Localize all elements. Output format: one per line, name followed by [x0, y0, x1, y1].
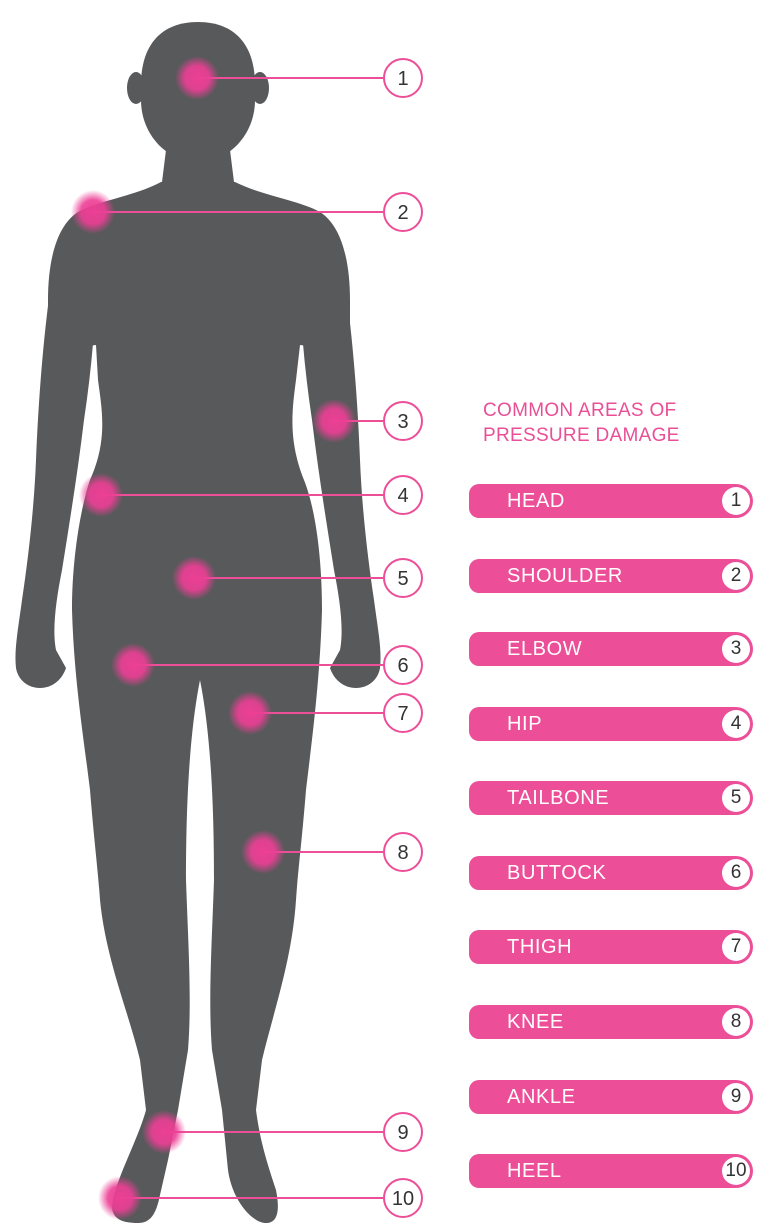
callout-6: 6	[384, 646, 422, 684]
legend-item-label: HIP	[507, 707, 542, 741]
callout-1: 1	[384, 59, 422, 97]
callout-number: 10	[392, 1188, 414, 1210]
spot-elbow	[312, 399, 356, 443]
callout-number: 6	[397, 655, 408, 677]
spot-buttock	[111, 643, 155, 687]
callout-number: 3	[397, 411, 408, 433]
callout-7: 7	[384, 694, 422, 732]
spot-head	[175, 56, 219, 100]
callout-number: 2	[397, 202, 408, 224]
legend-item-number: 8	[722, 1008, 750, 1036]
legend-item-label: HEAD	[507, 484, 565, 518]
legend-item-label: SHOULDER	[507, 559, 623, 593]
legend-item-number: 4	[722, 710, 750, 738]
legend-item-number: 6	[722, 859, 750, 887]
callout-10: 10	[384, 1179, 422, 1217]
legend-item-label: HEEL	[507, 1154, 562, 1188]
spot-knee	[241, 830, 285, 874]
legend-item-label: ELBOW	[507, 632, 582, 666]
legend-item-head: HEAD 1	[469, 484, 753, 518]
legend-title: COMMON AREAS OF PRESSURE DAMAGE	[483, 398, 680, 448]
legend-item-ankle: ANKLE 9	[469, 1080, 753, 1114]
legend-item-number: 1	[722, 487, 750, 515]
legend-item-hip: HIP 4	[469, 707, 753, 741]
legend-item-knee: KNEE 8	[469, 1005, 753, 1039]
legend-item-number: 9	[722, 1083, 750, 1111]
legend-item-label: KNEE	[507, 1005, 564, 1039]
callout-number: 9	[397, 1122, 408, 1144]
legend-item-label: BUTTOCK	[507, 856, 606, 890]
spot-shoulder	[71, 190, 115, 234]
legend-item-number: 10	[722, 1157, 750, 1185]
callout-number: 4	[397, 485, 408, 507]
callout-number: 5	[397, 568, 408, 590]
legend-item-label: TAILBONE	[507, 781, 609, 815]
legend-item-number: 5	[722, 784, 750, 812]
spot-tailbone	[172, 556, 216, 600]
body-silhouette	[15, 22, 380, 1223]
legend-item-number: 2	[722, 562, 750, 590]
legend-title-line2: PRESSURE DAMAGE	[483, 423, 680, 448]
legend-item-label: THIGH	[507, 930, 572, 964]
legend-item-label: ANKLE	[507, 1080, 576, 1114]
callout-markers: 1 2 3 4 5 6 7	[384, 59, 422, 1217]
spot-hip	[79, 473, 123, 517]
callout-number: 1	[397, 68, 408, 90]
legend-item-number: 3	[722, 635, 750, 663]
legend-item-thigh: THIGH 7	[469, 930, 753, 964]
callout-8: 8	[384, 833, 422, 871]
legend-item-buttock: BUTTOCK 6	[469, 856, 753, 890]
callout-9: 9	[384, 1113, 422, 1151]
spot-thigh	[228, 691, 272, 735]
legend-title-line1: COMMON AREAS OF	[483, 398, 680, 423]
callout-3: 3	[384, 402, 422, 440]
spot-heel	[98, 1176, 142, 1220]
callout-2: 2	[384, 193, 422, 231]
callout-number: 7	[397, 703, 408, 725]
legend-item-number: 7	[722, 933, 750, 961]
callout-5: 5	[384, 559, 422, 597]
spot-ankle	[142, 1110, 186, 1154]
callout-number: 8	[397, 842, 408, 864]
legend-item-tailbone: TAILBONE 5	[469, 781, 753, 815]
legend-item-shoulder: SHOULDER 2	[469, 559, 753, 593]
legend-item-heel: HEEL 10	[469, 1154, 753, 1188]
legend-item-elbow: ELBOW 3	[469, 632, 753, 666]
callout-4: 4	[384, 476, 422, 514]
